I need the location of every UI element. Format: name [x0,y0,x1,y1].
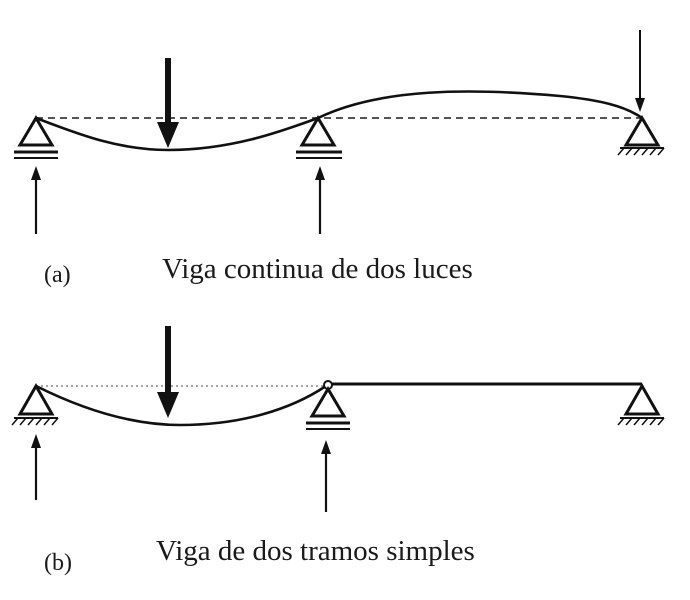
roller-support-middle-a [296,115,342,159]
pin-support-left-b [11,382,59,426]
pin-support-right-b [617,382,665,426]
diagram-b-label: (b) [44,550,72,576]
load-arrow-b [157,326,179,418]
reaction-arrow-middle-a [315,166,325,234]
reaction-arrow-middle-b [321,440,331,512]
reaction-arrow-left-b [31,434,41,500]
deflected-beam-a [35,90,643,152]
diagram-b-simple-spans: (b) Viga de dos tramos simples [11,326,665,576]
diagram-a-caption: Viga continua de dos luces [162,253,473,285]
deflected-beam-b-left [35,384,327,427]
diagram-a-continuous-beam: (a) Viga continua de dos luces [14,30,665,288]
roller-support-middle-b [306,386,350,430]
reaction-arrow-left-a [31,166,41,234]
load-arrow-a [157,58,179,148]
diagram-b-caption: Viga de dos tramos simples [156,535,475,567]
pin-support-right-a [617,115,665,156]
diagram-a-label: (a) [44,262,71,288]
load-arrow-right-a [635,30,645,112]
pin-support-left-a [14,115,58,159]
